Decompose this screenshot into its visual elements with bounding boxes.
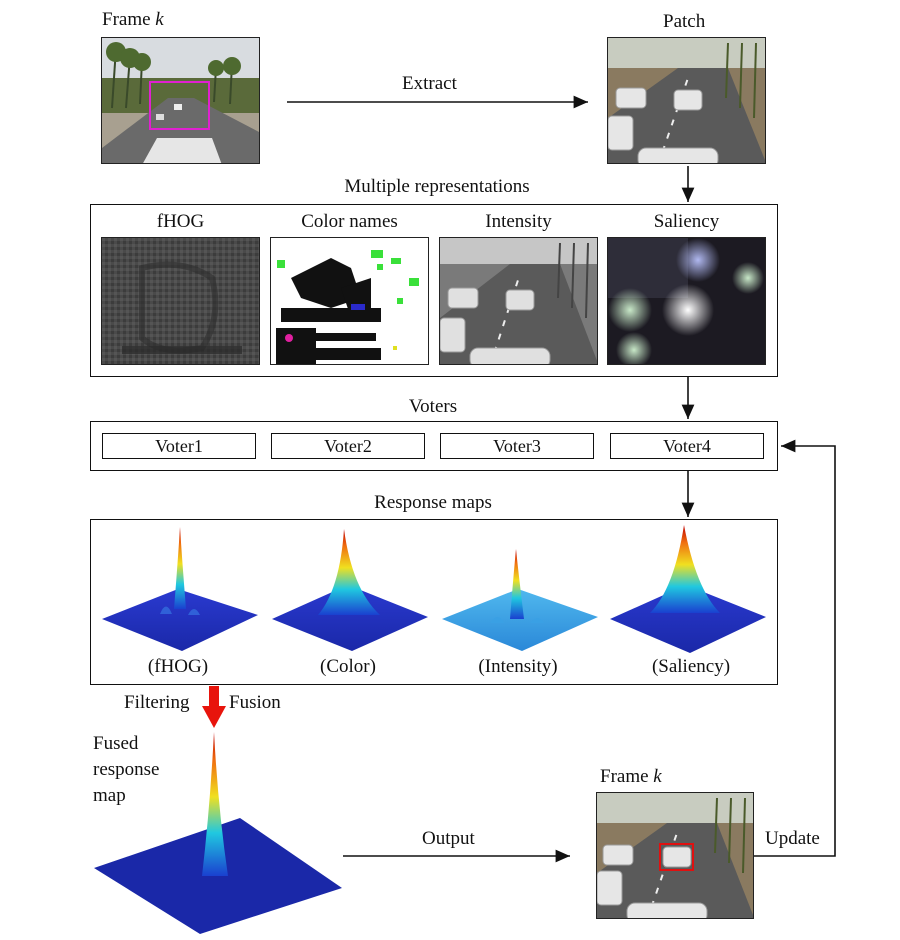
update-loop-arrow bbox=[754, 439, 836, 857]
fusion-label: Fusion bbox=[229, 692, 281, 713]
voter-2: Voter2 bbox=[271, 433, 425, 459]
frame-k-top-image bbox=[101, 37, 260, 164]
fused-response-surface bbox=[94, 732, 342, 934]
representation-title-color-names: Color names bbox=[301, 211, 398, 232]
fhog-image bbox=[101, 237, 260, 365]
response-caption-saliency: (Saliency) bbox=[651, 656, 731, 677]
filtering-label: Filtering bbox=[124, 692, 190, 713]
multiple-representations-label: Multiple representations bbox=[344, 176, 530, 197]
target-box-top bbox=[149, 81, 210, 130]
response-maps-label: Response maps bbox=[374, 492, 492, 513]
fused-label-line2: response bbox=[93, 759, 160, 780]
response-surface-fhog bbox=[102, 527, 258, 651]
response-surface-saliency bbox=[610, 525, 766, 653]
saliency-image bbox=[607, 237, 766, 365]
patch-image bbox=[607, 37, 766, 164]
extract-label: Extract bbox=[402, 73, 457, 94]
target-box-bottom bbox=[659, 843, 694, 871]
response-surfaces bbox=[102, 525, 766, 653]
voters-label: Voters bbox=[408, 396, 458, 417]
fused-label-line3: map bbox=[93, 785, 126, 806]
frame-k-bottom-image bbox=[596, 792, 754, 919]
representation-title-saliency: Saliency bbox=[653, 211, 720, 232]
response-caption-fhog: (fHOG) bbox=[147, 656, 209, 677]
fused-label-line1: Fused bbox=[93, 733, 139, 754]
frame-k-bottom-label: Frame k bbox=[600, 766, 662, 787]
response-surface-color bbox=[272, 529, 428, 651]
patch-label: Patch bbox=[663, 11, 706, 32]
representation-title-fhog: fHOG bbox=[156, 211, 205, 232]
voter-3: Voter3 bbox=[440, 433, 594, 459]
representation-title-intensity: Intensity bbox=[485, 211, 552, 232]
frame-k-top-label: Frame k bbox=[102, 9, 164, 30]
response-surface-intensity bbox=[442, 549, 598, 651]
intensity-image bbox=[439, 237, 598, 365]
output-label: Output bbox=[422, 828, 475, 849]
voter-4: Voter4 bbox=[610, 433, 764, 459]
update-label: Update bbox=[765, 828, 820, 849]
fusion-arrow-shaft bbox=[209, 686, 219, 708]
response-caption-color: (Color) bbox=[320, 656, 376, 677]
voter-1: Voter1 bbox=[102, 433, 256, 459]
response-caption-intensity: (Intensity) bbox=[478, 656, 558, 677]
color-names-image bbox=[270, 237, 429, 365]
fusion-arrow-head bbox=[202, 706, 226, 728]
